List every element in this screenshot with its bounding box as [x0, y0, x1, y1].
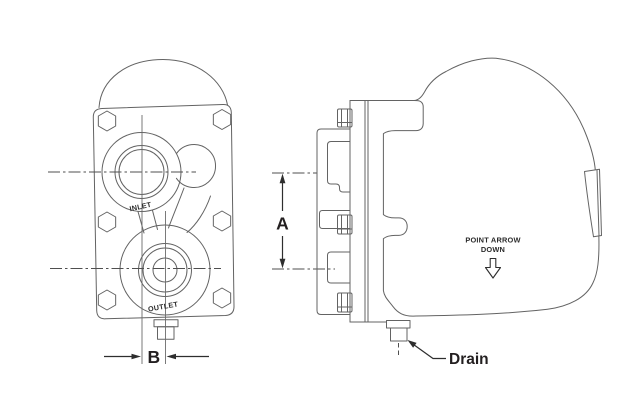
drain-label: Drain [449, 351, 489, 368]
orientation-note-line1: POINT ARROW [465, 236, 520, 245]
outlet-bore-circle [152, 257, 178, 283]
side-view [316, 57, 602, 357]
fin-inner-line [596, 169, 600, 237]
bracket-outline [316, 128, 351, 315]
drain-leader-line [413, 344, 446, 360]
hex-bolt [97, 211, 117, 233]
front-drain-plug [153, 319, 179, 340]
lever-arm-line [168, 187, 185, 229]
drain-callout: Drain [407, 340, 489, 368]
outlet-label: OUTLET [147, 299, 179, 313]
orientation-note: POINT ARROW DOWN [465, 236, 520, 279]
lever-lobe [175, 144, 216, 188]
outlet-face-circle [138, 243, 192, 297]
dim-a-arrowhead-top [279, 173, 286, 184]
hex-bolt [212, 109, 232, 130]
front-bolts [97, 109, 232, 311]
dim-b-arrowhead-right [166, 353, 176, 360]
dimension-a: A [272, 172, 335, 270]
outlet-flange-circle [119, 224, 211, 316]
front-centerlines [48, 115, 221, 364]
body-fin [584, 168, 602, 238]
bracket-lower-boss [327, 251, 351, 284]
front-dome [98, 59, 228, 108]
drain-plug-body [390, 327, 408, 342]
dimension-b: B [104, 347, 209, 367]
drain-plug-flange [153, 319, 179, 328]
front-view: INLET OUTLET [48, 59, 235, 364]
outlet-ring-circle [142, 247, 188, 293]
hex-bolt [212, 287, 232, 309]
web-line [152, 210, 158, 230]
hex-bolt [212, 210, 232, 232]
dimension-a-label: A [276, 214, 289, 234]
bracket-mid-boss [319, 210, 351, 229]
drain-leader-arrowhead [407, 340, 417, 348]
orientation-note-line2: DOWN [481, 245, 505, 254]
side-bracket [316, 128, 351, 315]
hex-bolt [97, 110, 117, 132]
front-body-outline [92, 103, 235, 320]
web-line [137, 211, 145, 234]
side-body-outline [382, 57, 600, 317]
side-flange [349, 100, 416, 323]
dim-b-arrowhead-left [131, 353, 141, 360]
side-drain-plug [386, 320, 411, 357]
down-arrow-icon [484, 257, 502, 279]
outlet-port [119, 224, 211, 316]
lever-arm-line [186, 195, 211, 233]
drain-plug-body [157, 326, 175, 340]
drain-plug-flange [386, 320, 411, 329]
dim-a-arrowhead-bottom [279, 258, 286, 269]
dimension-b-label: B [147, 347, 160, 367]
hex-bolt [97, 289, 117, 311]
bracket-upper-boss [327, 141, 351, 193]
